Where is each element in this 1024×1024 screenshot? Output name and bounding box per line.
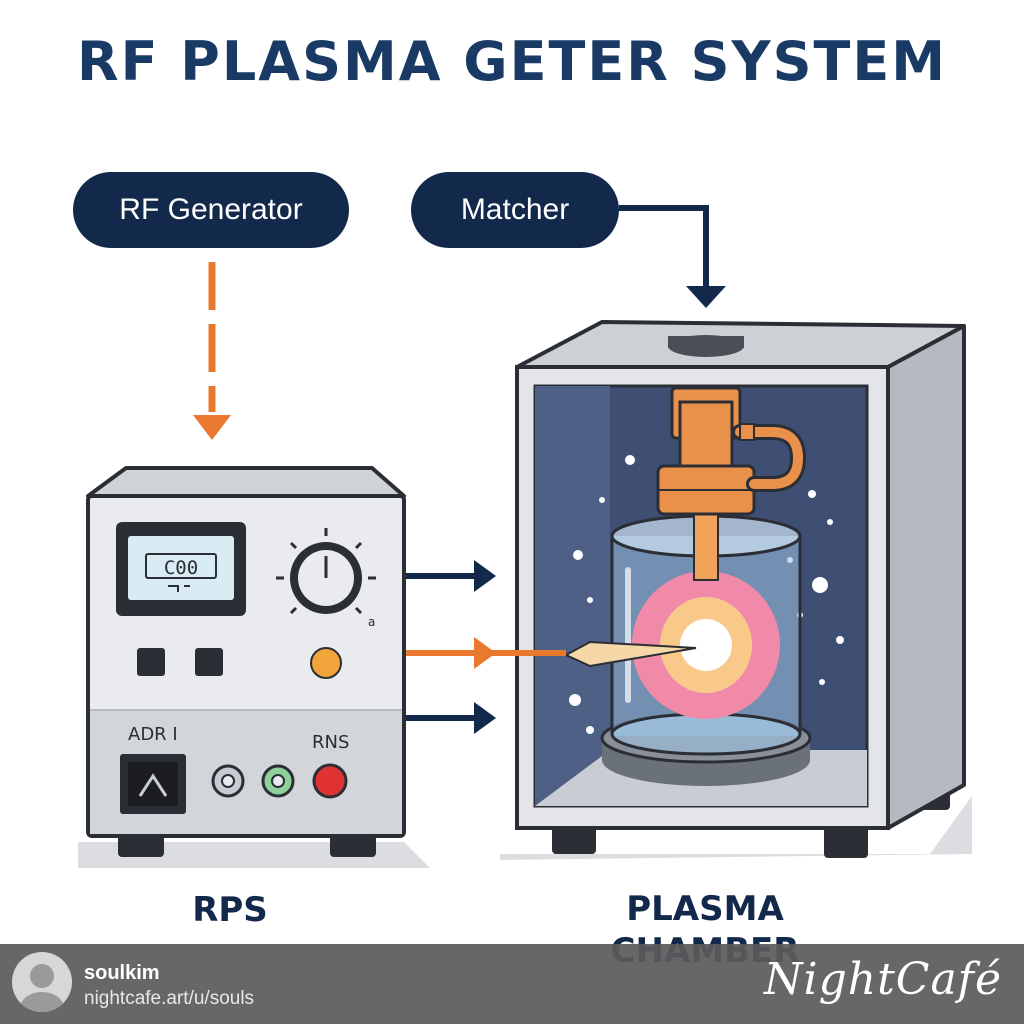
rps-button-1[interactable] [137,648,165,676]
rf-generator-label: RF Generator [73,172,349,248]
avatar[interactable] [12,952,72,1012]
chamber-foot-right [824,822,868,858]
knob-mark: a [368,615,375,629]
panel-label-left: ADR I [128,724,178,745]
chamber-caption-line1: PLASMA [626,889,784,929]
plasma-particles [569,455,844,734]
rps-foot-left [118,835,164,857]
rps-indicator-led [310,647,342,679]
power-switch-glyph [138,773,168,797]
connection-arrow-top [406,560,496,592]
connector-3[interactable] [312,763,348,799]
rf-electrode [656,386,807,581]
system-diagram: C00 a ADR I RNS [78,205,972,868]
rps-knob[interactable] [276,528,376,615]
diagram-title: RF PLASMA GETER SYSTEM [77,30,947,93]
rps-screen-glyph [168,585,190,592]
footer-username[interactable]: soulkim [84,962,160,984]
rps-screen [128,536,234,600]
rps-foot-right [330,835,376,857]
matcher-feed-arrow [619,205,726,308]
footer-bar: soulkim nightcafe.art/u/souls NightCafé [0,944,1024,1024]
nightcafe-logo: NightCafé [764,954,1002,1005]
connection-arrow-bottom [406,702,496,734]
rps-display-readout: C00 [164,557,198,579]
plasma-beam [563,640,697,668]
rps-caption: RPS [192,890,268,930]
footer-url[interactable]: nightcafe.art/u/souls [84,988,255,1009]
rps-button-2[interactable] [195,648,223,676]
matcher-label: Matcher [411,172,619,248]
rf-feed-arrow [193,262,231,440]
rps-screen-frame [145,553,217,579]
panel-label-right: RNS [312,732,349,753]
user-avatar-icon [20,964,64,1012]
